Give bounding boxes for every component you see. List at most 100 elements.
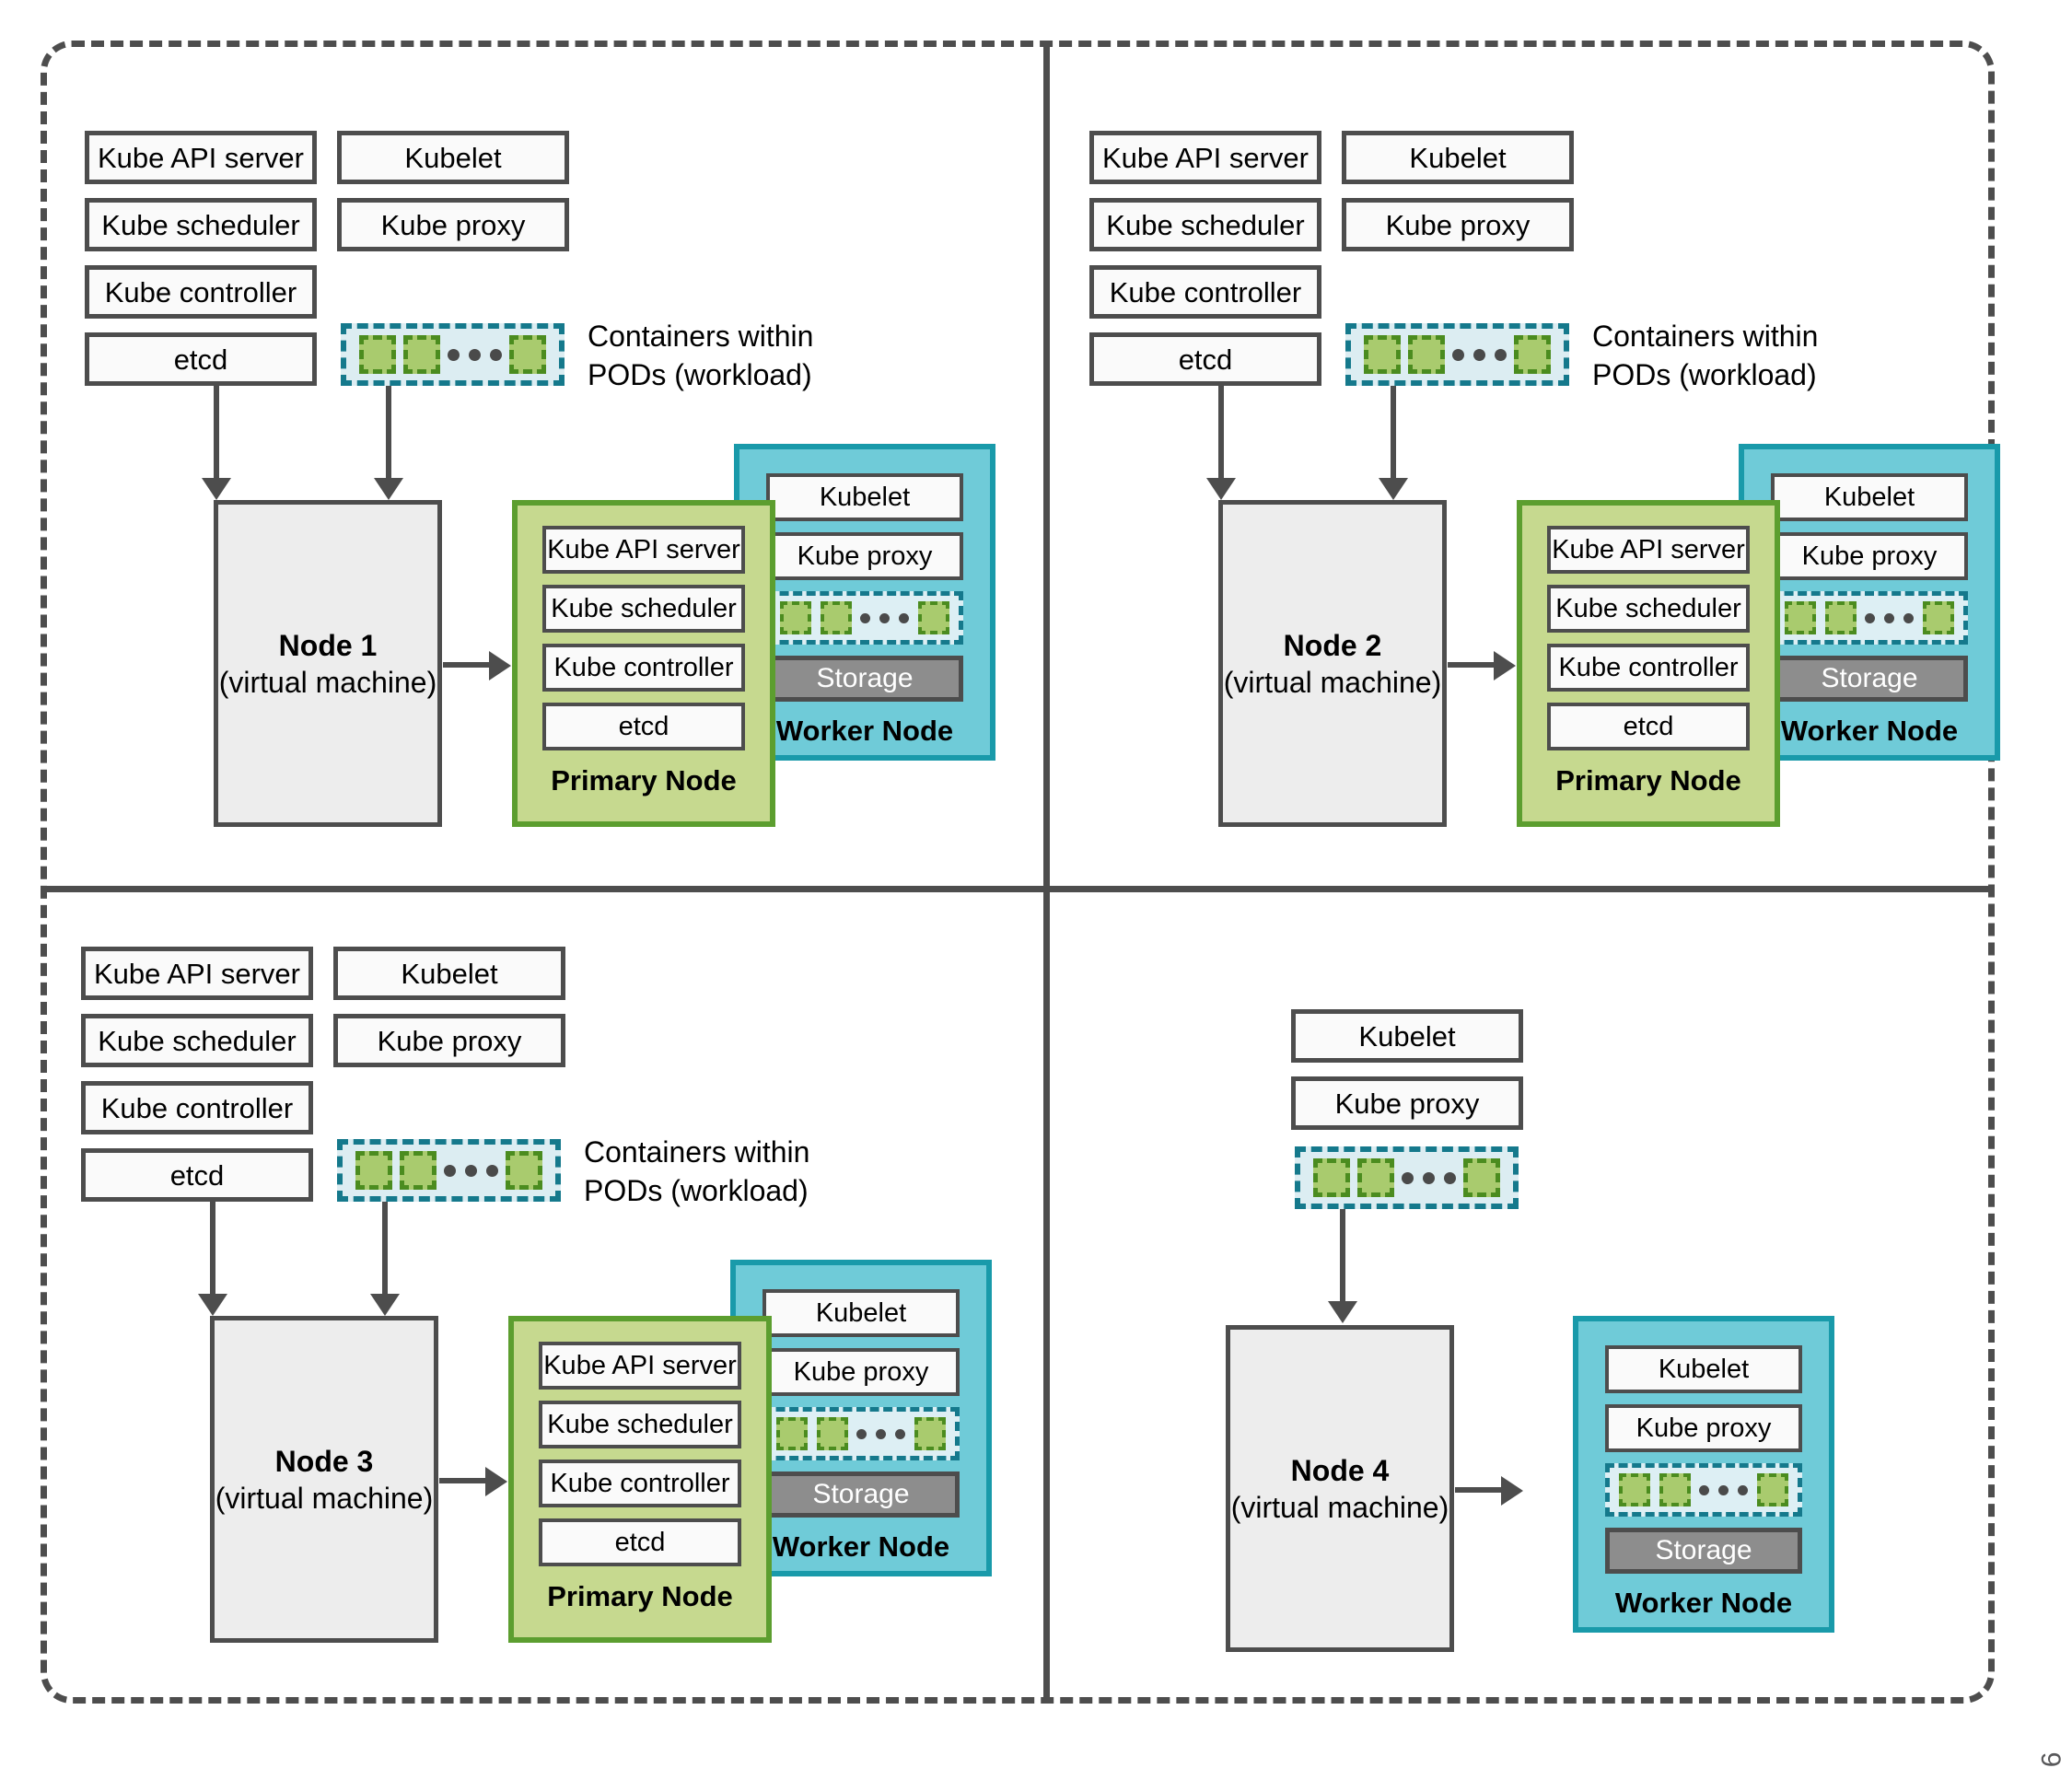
- ellipsis-dots-icon: [1402, 1171, 1456, 1184]
- worker-node-label: Worker Node: [772, 1530, 950, 1563]
- container-cube: [917, 601, 949, 634]
- node-vm-box: Node 4 (virtual machine): [1226, 1325, 1454, 1652]
- quadrant-node-2: Kube API server Kube scheduler Kube cont…: [1050, 0, 2072, 886]
- container-cube: [1313, 1158, 1350, 1197]
- container-cube: [355, 1151, 392, 1190]
- ellipsis-dots-icon: [856, 1428, 906, 1439]
- node-title: Node 3: [274, 1444, 374, 1478]
- primary-node-card: Kube API server Kube scheduler Kube cont…: [1517, 500, 1780, 827]
- node-title: Node 2: [1283, 628, 1382, 662]
- quadrant-node-1: Kube API server Kube scheduler Kube cont…: [0, 0, 1043, 886]
- container-cube: [1922, 601, 1954, 634]
- container-cube: [1463, 1158, 1500, 1197]
- primary-component-kube-scheduler: Kube scheduler: [1547, 585, 1750, 633]
- arrow-control-plane-to-node: [194, 1202, 231, 1318]
- primary-component-etcd: etcd: [542, 703, 745, 750]
- node-subtitle: (virtual machine): [215, 1481, 434, 1515]
- quadrant-node-4: Install compute (worker) components Kube…: [1050, 892, 2072, 1768]
- quadrant-divider-horizontal: [44, 886, 1995, 892]
- worker-pod-strip: [762, 1407, 960, 1460]
- container-cube: [1364, 335, 1401, 374]
- primary-node-card: Kube API server Kube scheduler Kube cont…: [508, 1316, 772, 1643]
- primary-node-label: Primary Node: [547, 1580, 733, 1612]
- worker-component-kubelet: Kubelet: [1771, 473, 1968, 521]
- node-vm-box: Node 2 (virtual machine): [1218, 500, 1447, 827]
- component-etcd: etcd: [1089, 332, 1321, 386]
- component-kube-proxy: Kube proxy: [1291, 1076, 1523, 1130]
- primary-component-kube-controller: Kube controller: [542, 644, 745, 692]
- component-kube-scheduler: Kube scheduler: [85, 198, 317, 251]
- component-kubelet: Kubelet: [1291, 1009, 1523, 1063]
- worker-component-kube-proxy: Kube proxy: [1605, 1404, 1802, 1452]
- arrow-components-to-node: [1324, 1209, 1361, 1325]
- pod-legend-label: Containers within PODs (workload): [1592, 320, 1819, 392]
- quadrant-node-3: Kube API server Kube scheduler Kube cont…: [0, 892, 1043, 1768]
- arrow-control-plane-to-node: [198, 386, 235, 502]
- ellipsis-dots-icon: [444, 1164, 498, 1177]
- worker-node-label: Worker Node: [1780, 715, 1959, 747]
- component-kube-controller: Kube controller: [85, 265, 317, 319]
- arrow-pods-to-node: [367, 1202, 403, 1318]
- worker-node-label: Worker Node: [1614, 1587, 1793, 1619]
- worker-storage-box: Storage: [766, 656, 963, 702]
- primary-node-card: Kube API server Kube scheduler Kube cont…: [512, 500, 775, 827]
- primary-component-kube-api-server: Kube API server: [542, 526, 745, 574]
- arrow-pods-to-node: [370, 386, 407, 502]
- component-kubelet: Kubelet: [333, 947, 565, 1000]
- pod-legend-label: Containers within PODs (workload): [588, 320, 814, 392]
- component-kube-api-server: Kube API server: [1089, 131, 1321, 184]
- primary-node-label: Primary Node: [551, 764, 737, 797]
- pod-legend-strip: [1295, 1146, 1519, 1209]
- container-cube: [1756, 1473, 1788, 1506]
- worker-node-card: Kubelet Kube proxy Storage Worker Node: [1573, 1316, 1834, 1633]
- ellipsis-dots-icon: [448, 348, 502, 361]
- worker-node-card: Kubelet Kube proxy Storage Worker Node: [734, 444, 995, 761]
- container-cube: [1659, 1473, 1691, 1506]
- component-kube-api-server: Kube API server: [85, 131, 317, 184]
- primary-component-kube-scheduler: Kube scheduler: [539, 1401, 741, 1448]
- container-cube: [1619, 1473, 1650, 1506]
- worker-storage-box: Storage: [1771, 656, 1968, 702]
- arrow-node-to-primary: [439, 1462, 507, 1499]
- pod-legend-strip: [341, 323, 565, 386]
- component-kube-proxy: Kube proxy: [1342, 198, 1574, 251]
- container-cube: [820, 601, 852, 634]
- container-cube: [509, 335, 546, 374]
- component-kube-controller: Kube controller: [81, 1081, 313, 1134]
- container-cube: [400, 1151, 437, 1190]
- worker-pod-strip: [1771, 591, 1968, 645]
- container-cube: [816, 1417, 848, 1450]
- worker-component-kubelet: Kubelet: [766, 473, 963, 521]
- container-cube: [1408, 335, 1445, 374]
- container-cube: [1357, 1158, 1394, 1197]
- component-kube-controller: Kube controller: [1089, 265, 1321, 319]
- container-cube: [780, 601, 811, 634]
- pod-legend-strip: [1345, 323, 1569, 386]
- ellipsis-dots-icon: [1699, 1484, 1749, 1495]
- container-cube: [1824, 601, 1857, 634]
- node-vm-box: Node 1 (virtual machine): [214, 500, 442, 827]
- node-subtitle: (virtual machine): [1230, 1490, 1449, 1524]
- worker-component-kube-proxy: Kube proxy: [762, 1348, 960, 1396]
- diagram-outer-frame: [41, 41, 1995, 1704]
- container-cube: [914, 1417, 946, 1450]
- worker-pod-strip: [766, 591, 963, 645]
- arrow-node-to-primary: [443, 646, 511, 683]
- component-kube-proxy: Kube proxy: [333, 1014, 565, 1067]
- primary-component-kube-api-server: Kube API server: [1547, 526, 1750, 574]
- figure-watermark: jn-001126: [2037, 1751, 2068, 1768]
- component-kubelet: Kubelet: [1342, 131, 1574, 184]
- component-etcd: etcd: [81, 1148, 313, 1202]
- worker-component-kube-proxy: Kube proxy: [766, 532, 963, 580]
- node-subtitle: (virtual machine): [218, 665, 437, 699]
- worker-storage-box: Storage: [762, 1471, 960, 1518]
- component-etcd: etcd: [85, 332, 317, 386]
- worker-component-kubelet: Kubelet: [1605, 1345, 1802, 1393]
- primary-node-label: Primary Node: [1555, 764, 1741, 797]
- arrow-node-to-worker: [1455, 1471, 1523, 1508]
- arrow-control-plane-to-node: [1203, 386, 1240, 502]
- quadrant-divider-vertical: [1043, 44, 1050, 1702]
- container-cube: [1785, 601, 1816, 634]
- worker-node-card: Kubelet Kube proxy Storage Worker Node: [730, 1260, 992, 1576]
- worker-component-kube-proxy: Kube proxy: [1771, 532, 1968, 580]
